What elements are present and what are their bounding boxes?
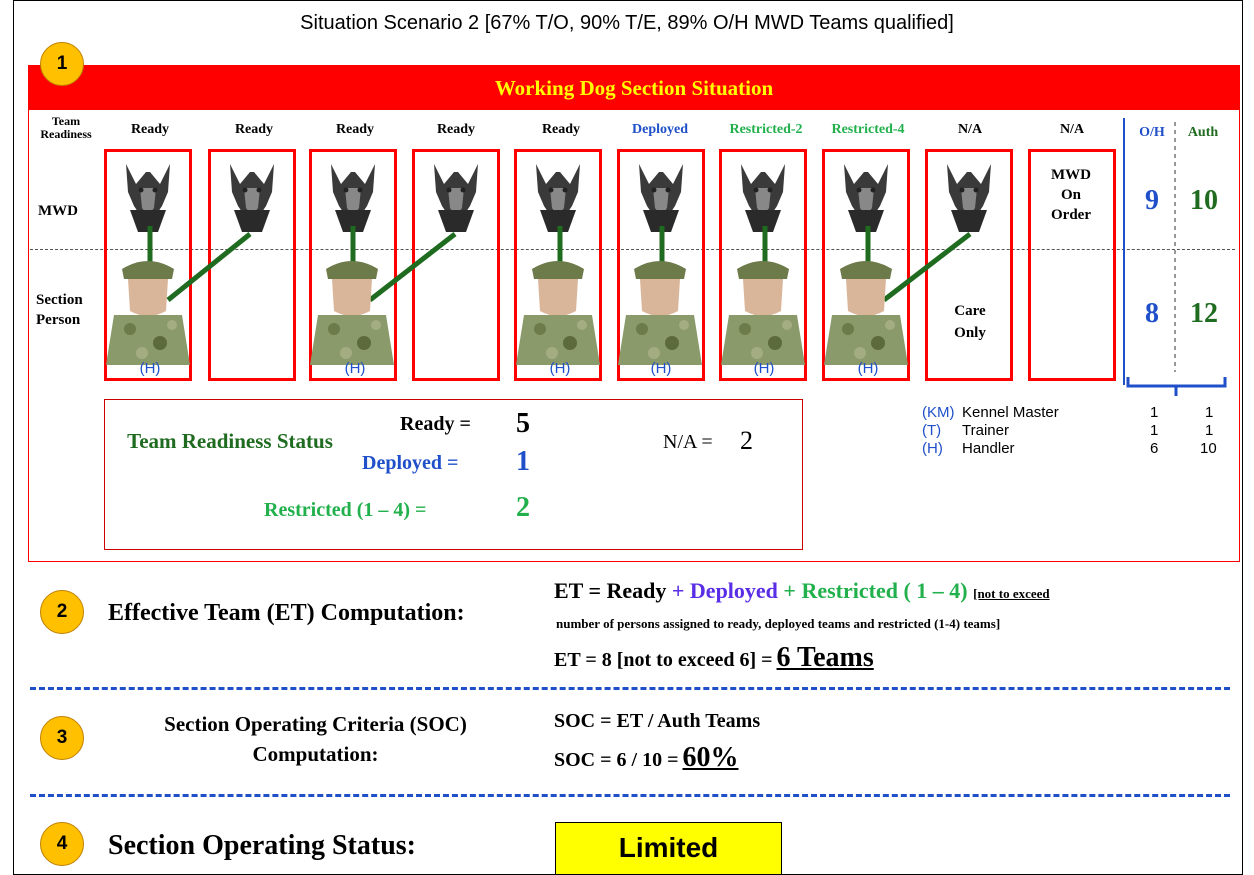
mwd-row-label: MWD xyxy=(38,203,78,219)
handler-tag-5: (H) xyxy=(549,360,571,377)
page-title: Situation Scenario 2 [67% T/O, 90% T/E, … xyxy=(300,12,954,34)
et-formula-restricted: + Restricted xyxy=(783,578,898,603)
et-computation-label: Effective Team (ET) Computation: xyxy=(108,600,465,626)
na-count-value: 2 xyxy=(740,426,753,455)
role-oh-t: 1 xyxy=(1150,422,1159,439)
et-result: ET = 8 [not to exceed 6] = 6 Teams xyxy=(554,642,874,674)
team-box-1 xyxy=(104,149,192,381)
step-badge-4: 4 xyxy=(40,822,84,866)
role-oh-km: 1 xyxy=(1150,404,1159,421)
et-formula-ready: ET = Ready xyxy=(554,578,667,603)
section-person-label: Section Person xyxy=(36,292,83,328)
person-oh-value: 8 xyxy=(1145,298,1159,329)
team-box-7 xyxy=(719,149,807,381)
role-auth-t: 1 xyxy=(1205,422,1214,439)
et-result-prefix: ET = 8 [not to exceed 6] = xyxy=(554,649,773,671)
team-status-9: N/A xyxy=(957,122,983,137)
team-box-3 xyxy=(309,149,397,381)
deployed-count-label: Deployed = xyxy=(362,452,459,474)
divider-2 xyxy=(30,794,1230,797)
soc-label-line1: Section Operating Criteria (SOC) xyxy=(164,712,467,736)
team-status-4: Ready xyxy=(436,122,476,137)
role-oh-h: 6 xyxy=(1150,440,1159,457)
readiness-status-box xyxy=(104,399,803,550)
team-readiness-label: Team Readiness xyxy=(40,114,92,141)
situation-banner xyxy=(28,65,1240,110)
team-box-5 xyxy=(514,149,602,381)
handler-tag-8: (H) xyxy=(857,360,879,377)
step-badge-1: 1 xyxy=(40,42,84,86)
banner-title: Working Dog Section Situation xyxy=(494,76,774,100)
role-auth-h: 10 xyxy=(1200,440,1217,457)
et-result-value: 6 Teams xyxy=(776,642,874,673)
soc-label-line2: Computation: xyxy=(252,742,379,766)
divider-1 xyxy=(30,687,1230,690)
readiness-status-title: Team Readiness Status xyxy=(127,429,333,453)
handler-tag-7: (H) xyxy=(753,360,775,377)
et-formula-note-2: number of persons assigned to ready, dep… xyxy=(556,616,1001,631)
handler-tag-1: (H) xyxy=(139,360,161,377)
et-formula: ET = Ready + Deployed + Restricted ( 1 –… xyxy=(554,578,1050,604)
restricted-count-label: Restricted (1 – 4) = xyxy=(264,499,427,521)
soc-result-value: 60% xyxy=(682,742,739,773)
role-code-km: (KM) xyxy=(922,404,955,421)
team-status-2: Ready xyxy=(234,122,274,137)
role-code-h: (H) xyxy=(922,440,943,457)
mwd-on-order-label: MWD On Order xyxy=(1051,167,1091,223)
step-badge-2: 2 xyxy=(40,590,84,634)
oh-header: O/H xyxy=(1139,125,1165,140)
et-formula-range: ( 1 – 4) xyxy=(903,578,968,603)
team-status-8: Restricted-4 xyxy=(831,122,905,137)
row-divider xyxy=(30,249,1235,250)
handler-tag-6: (H) xyxy=(650,360,672,377)
role-auth-km: 1 xyxy=(1205,404,1214,421)
team-box-6 xyxy=(617,149,705,381)
team-box-10 xyxy=(1028,149,1116,381)
team-status-5: Ready xyxy=(541,122,581,137)
mwd-auth-value: 10 xyxy=(1190,185,1218,216)
role-name-h: Handler xyxy=(962,440,1015,457)
restricted-count-value: 2 xyxy=(516,492,530,523)
team-status-1: Ready xyxy=(130,122,170,137)
ready-count-label: Ready = xyxy=(400,413,471,435)
soc-formula: SOC = ET / Auth Teams xyxy=(554,710,761,732)
team-box-8 xyxy=(822,149,910,381)
deployed-count-value: 1 xyxy=(516,446,530,477)
et-formula-deployed: + Deployed xyxy=(671,578,778,603)
mwd-oh-value: 9 xyxy=(1145,185,1159,216)
handler-tag-3: (H) xyxy=(344,360,366,377)
et-formula-note: [not to exceed xyxy=(973,586,1050,601)
person-auth-value: 12 xyxy=(1190,298,1218,329)
team-status-3: Ready xyxy=(335,122,375,137)
role-code-t: (T) xyxy=(922,422,942,439)
operating-status-label: Section Operating Status: xyxy=(108,830,416,861)
team-status-6: Deployed xyxy=(632,122,688,137)
role-name-t: Trainer xyxy=(962,422,1009,439)
role-name-km: Kennel Master xyxy=(962,404,1059,421)
soc-result: SOC = 6 / 10 = 60% xyxy=(554,742,738,774)
step-badge-3: 3 xyxy=(40,716,84,760)
care-only-label: Care Only xyxy=(954,303,986,341)
operating-status-badge: Limited xyxy=(555,822,782,875)
ready-count-value: 5 xyxy=(516,408,530,439)
soc-result-prefix: SOC = 6 / 10 = xyxy=(554,749,679,771)
auth-header: Auth xyxy=(1187,125,1219,140)
team-status-10: N/A xyxy=(1059,122,1085,137)
na-count-label: N/A = xyxy=(663,431,713,453)
team-status-7: Restricted-2 xyxy=(729,122,803,137)
